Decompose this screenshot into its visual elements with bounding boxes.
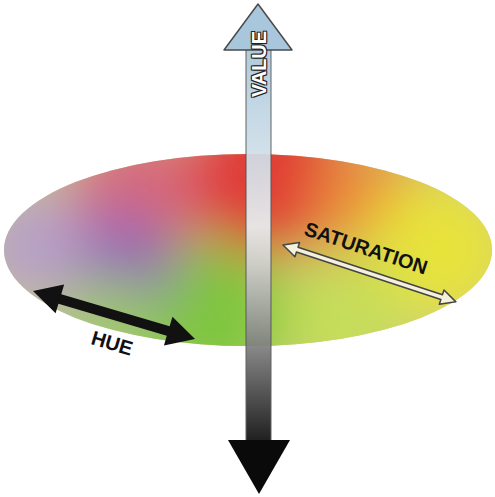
- value-arrowhead-bottom: [228, 440, 290, 494]
- value-shaft: [246, 48, 271, 444]
- axis-label: VALUE: [249, 31, 269, 97]
